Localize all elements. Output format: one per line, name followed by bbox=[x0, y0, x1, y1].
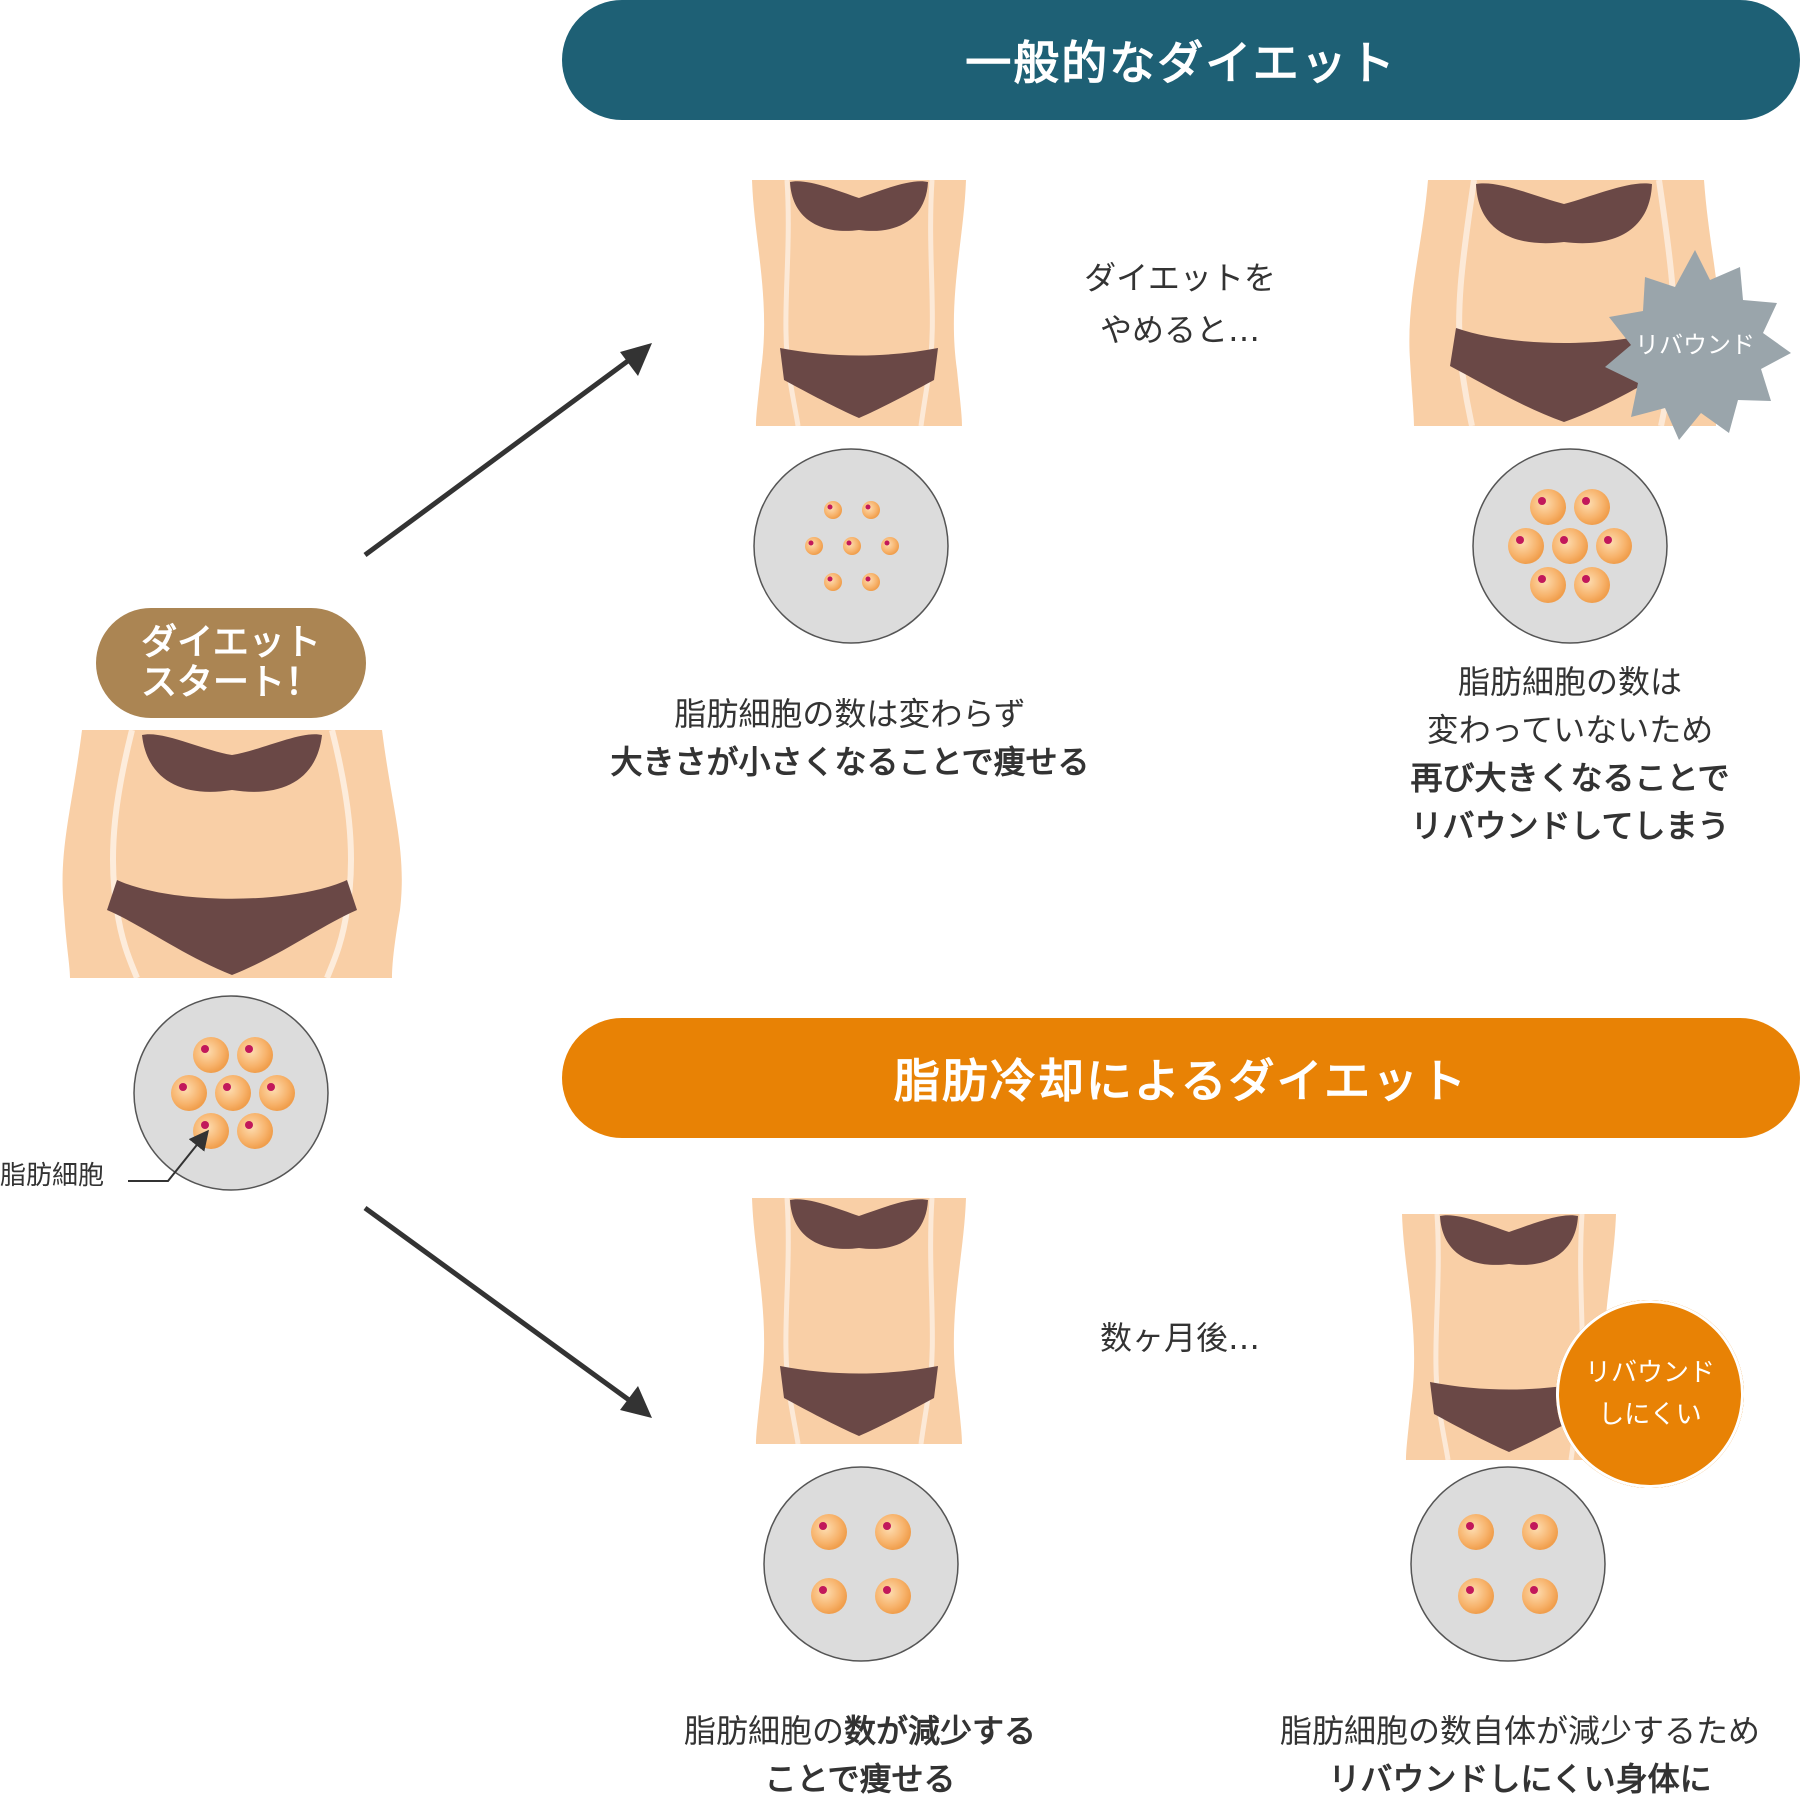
fat-cell-pointer-icon bbox=[128, 1129, 209, 1182]
general-after-caption-line2: 大きさが小さくなることで痩せる bbox=[610, 743, 1090, 781]
cooling-diet-title: 脂肪冷却によるダイエット bbox=[893, 1054, 1469, 1108]
rebound-star-badge-icon bbox=[1605, 250, 1791, 440]
fat-cells-cooling-months-circle bbox=[1410, 1466, 1606, 1662]
fat-cells-cooling-after-circle bbox=[763, 1466, 959, 1662]
fat-cells-start-circle bbox=[133, 995, 329, 1191]
rebound-resistant-line2: しにくい bbox=[1598, 1400, 1702, 1430]
body-cooling-after-illustration bbox=[752, 1198, 966, 1444]
cooling-months-caption-line2: リバウンドしにくい身体に bbox=[1328, 1760, 1712, 1798]
rebound-resistant-badge: リバウンド しにくい bbox=[1556, 1300, 1744, 1488]
general-diet-title: 一般的なダイエット bbox=[965, 36, 1397, 90]
fat-cell-label: 脂肪細胞 bbox=[0, 1161, 105, 1191]
arrow-to-cooling-icon bbox=[363, 1205, 652, 1418]
cooling-months-caption-line1: 脂肪細胞の数自体が減少するため bbox=[1279, 1712, 1760, 1750]
general-transition-line1: ダイエットを bbox=[1084, 259, 1276, 297]
general-rebound-caption-line2: 変わっていないため bbox=[1426, 711, 1714, 749]
general-rebound-caption-line1: 脂肪細胞の数は bbox=[1457, 663, 1682, 701]
start-line1: ダイエット bbox=[141, 622, 321, 663]
general-transition-text: ダイエットを やめると… bbox=[1040, 252, 1320, 356]
cooling-after-caption-line1-pre: 脂肪細胞の bbox=[683, 1712, 844, 1750]
rebound-badge-label: リバウンド bbox=[1635, 331, 1755, 359]
cooling-transition-text: 数ヶ月後… bbox=[1099, 1319, 1260, 1357]
cooling-after-caption-line1-bold: 数が減少する bbox=[844, 1712, 1037, 1750]
diet-start-badge: ダイエット スタート！ bbox=[96, 608, 366, 718]
fat-cells-general-shrunk-circle bbox=[753, 448, 949, 644]
general-diet-banner: 一般的なダイエット bbox=[562, 0, 1800, 120]
cooling-months-caption: 脂肪細胞の数自体が減少するため リバウンドしにくい身体に bbox=[1240, 1707, 1800, 1803]
start-line2: スタート！ bbox=[140, 662, 321, 703]
cooling-after-caption: 脂肪細胞の数が減少する ことで痩せる bbox=[600, 1707, 1120, 1803]
general-after-caption-line1: 脂肪細胞の数は変わらず bbox=[674, 695, 1026, 733]
cooling-after-caption-line2: ことで痩せる bbox=[764, 1760, 956, 1798]
cooling-diet-banner: 脂肪冷却によるダイエット bbox=[562, 1018, 1800, 1138]
general-rebound-caption-line4: リバウンドしてしまう bbox=[1410, 807, 1730, 845]
arrow-to-general-icon bbox=[363, 343, 652, 558]
general-after-caption: 脂肪細胞の数は変わらず 大きさが小さくなることで痩せる bbox=[560, 690, 1140, 786]
general-transition-line2: やめると… bbox=[1099, 311, 1260, 349]
general-rebound-caption-line3: 再び大きくなることで bbox=[1410, 759, 1730, 797]
general-rebound-caption: 脂肪細胞の数は 変わっていないため 再び大きくなることで リバウンドしてしまう bbox=[1330, 658, 1802, 850]
body-general-slim-illustration bbox=[752, 180, 966, 426]
fat-cells-general-rebound-circle bbox=[1472, 448, 1668, 644]
body-start-illustration bbox=[62, 730, 402, 978]
rebound-resistant-line1: リバウンド bbox=[1584, 1358, 1715, 1388]
